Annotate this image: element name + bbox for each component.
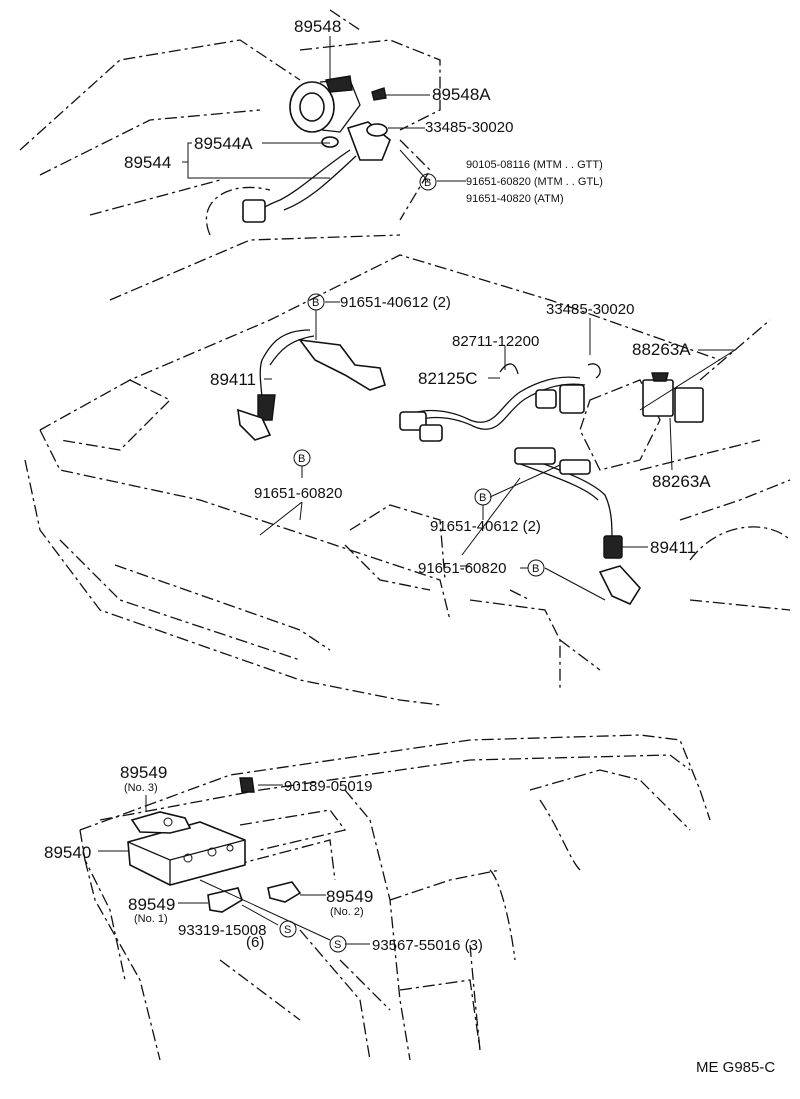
label-91651-40820-atm: 91651-40820 (ATM) <box>466 193 564 205</box>
relay-88263A <box>642 372 704 423</box>
label-89549-no2: 89549 <box>326 887 373 906</box>
label-89549-no2-sub: (No. 2) <box>330 906 364 918</box>
bolt-symbol-mid: B <box>474 488 492 506</box>
bolt-symbol-left: B <box>293 449 311 467</box>
svg-text:B: B <box>532 563 539 575</box>
bolt-symbol-top: B <box>419 173 437 191</box>
label-82711-12200: 82711-12200 <box>452 333 539 350</box>
label-88263A-top: 88263A <box>632 340 691 359</box>
label-82125C: 82125C <box>418 369 478 388</box>
sensor-89411-right <box>514 447 641 606</box>
label-91651-60820-gtl: 91651-60820 (MTM . . GTL) <box>466 176 603 188</box>
sensor-89548 <box>289 75 361 133</box>
label-89544: 89544 <box>124 153 171 172</box>
label-33485-30020-mid: 33485-30020 <box>546 301 634 318</box>
label-89549-no1: 89549 <box>128 895 175 914</box>
label-91651-60820-left: 91651-60820 <box>254 485 342 502</box>
label-drawing-code: ME G985-C <box>696 1059 775 1076</box>
sensor-89411-left <box>237 329 386 441</box>
label-89540: 89540 <box>44 843 91 862</box>
label-89549-no3: 89549 <box>120 763 167 782</box>
label-89544A: 89544A <box>194 134 253 153</box>
leaders-bottom <box>98 784 370 945</box>
ecu-89540 <box>127 821 246 886</box>
leaders-middle <box>259 301 737 601</box>
label-93319-15008: 93319-15008 <box>178 922 266 939</box>
label-89411-left: 89411 <box>210 370 256 389</box>
label-89548: 89548 <box>294 17 341 36</box>
label-89549-no3-sub: (No. 3) <box>124 782 158 794</box>
label-89411-right: 89411 <box>650 538 696 557</box>
svg-text:S: S <box>334 939 341 951</box>
label-93567-55016: 93567-55016 (3) <box>372 937 483 954</box>
label-89548A: 89548A <box>432 85 491 104</box>
hood-outline <box>24 254 791 706</box>
svg-text:B: B <box>298 453 305 465</box>
harness-89544 <box>242 121 391 223</box>
bolt-symbol-right: B <box>527 559 545 577</box>
svg-text:S: S <box>284 924 291 936</box>
bracket-89549-no1 <box>207 887 243 913</box>
dashboard-outline <box>79 734 711 1061</box>
label-33485-30020-top: 33485-30020 <box>425 119 513 136</box>
label-90105-08116: 90105-08116 (MTM . . GTT) <box>466 159 603 171</box>
label-91651-60820-mid: 91651-60820 <box>418 560 506 577</box>
magnet-89548A <box>371 87 387 101</box>
svg-text:B: B <box>312 297 319 309</box>
bolt-symbol-mid-top: B <box>307 293 325 311</box>
bracket-89549-no3 <box>130 811 192 834</box>
bracket-89549-no2 <box>267 881 302 903</box>
steering-column-outline <box>19 9 441 301</box>
label-91651-40612-top: 91651-40612 (2) <box>340 294 451 311</box>
label-91651-40612-mid: 91651-40612 (2) <box>430 518 541 535</box>
label-93319-qty: (6) <box>246 934 264 951</box>
svg-text:B: B <box>479 492 486 504</box>
label-89549-no1-sub: (No. 1) <box>134 913 168 925</box>
screw-symbol-93319: S <box>279 920 297 938</box>
screw-symbol-93567: S <box>329 935 347 953</box>
svg-text:B: B <box>424 177 431 189</box>
label-90189-05019: 90189-05019 <box>284 778 372 795</box>
clip-90189 <box>239 777 255 793</box>
label-88263A-bottom: 88263A <box>652 472 711 491</box>
harness-82125C <box>399 363 601 442</box>
